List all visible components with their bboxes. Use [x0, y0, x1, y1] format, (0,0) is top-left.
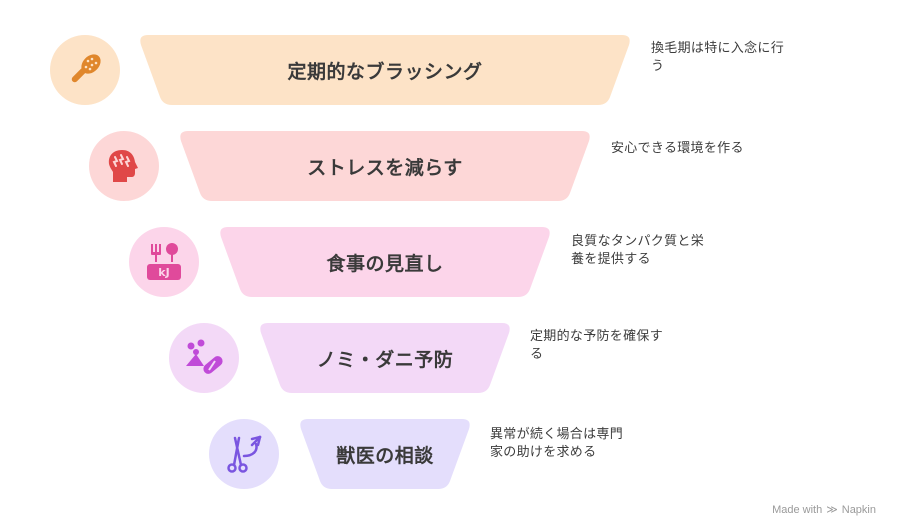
step-desc-1: 換毛期は特に入念に行 う [651, 40, 784, 76]
step-icon-circle-2 [89, 131, 159, 201]
step-desc-4-line-2: る [530, 347, 544, 362]
napkin-icon: ≫ [826, 504, 838, 516]
step-icon-circle-3: kJ [129, 227, 199, 297]
pill-icon [186, 339, 223, 374]
band-label-1: 定期的なブラッシング [287, 60, 483, 83]
svg-text:kJ: kJ [158, 266, 169, 279]
band-shape-2 [180, 131, 590, 201]
step-desc-3-line-1: 良質なタンパク質と栄 [571, 234, 705, 249]
step-icon-circle-5 [209, 419, 279, 489]
funnel-band-5: 獣医の相談 [300, 419, 470, 489]
band-shape-5 [300, 419, 470, 489]
napkin-brand: Made with ≫ Napkin [772, 503, 876, 517]
step-icon-circle-1 [50, 35, 120, 105]
band-shape-4 [260, 323, 510, 393]
band-label-4: ノミ・ダニ予防 [316, 348, 454, 371]
band-label-3: 食事の見直し [326, 252, 444, 275]
funnel-band-2: ストレスを減らす [180, 131, 590, 201]
band-label-5: 獣医の相談 [336, 444, 434, 467]
step-desc-5-line-1: 異常が続く場合は専門 [490, 427, 624, 442]
step-desc-2: 安心できる環境を作る [611, 140, 744, 158]
funnel-band-1: 定期的なブラッシング [140, 35, 630, 105]
step-desc-5-line-2: 家の助けを求める [490, 445, 597, 460]
step-desc-4: 定期的な予防を確保す る [530, 328, 663, 364]
step-desc-3: 良質なタンパク質と栄 養を提供する [571, 233, 704, 269]
brand-prefix: Made with [772, 503, 823, 516]
food-kj-icon: kJ [147, 243, 181, 280]
brand-name: Napkin [841, 503, 876, 516]
step-desc-1-line-2: う [651, 59, 665, 74]
vet-scissors-icon [227, 435, 262, 473]
band-label-2: ストレスを減らす [307, 156, 463, 179]
step-desc-2-line-1: 安心できる環境を作る [611, 141, 744, 156]
band-shape-3 [220, 227, 550, 297]
step-icon-circle-4 [169, 323, 239, 393]
band-shape-1 [140, 35, 630, 105]
step-desc-1-line-1: 換毛期は特に入念に行 [651, 41, 785, 56]
brush-icon [71, 54, 101, 83]
step-desc-5: 異常が続く場合は専門 家の助けを求める [490, 426, 623, 462]
step-desc-4-line-1: 定期的な予防を確保す [530, 329, 664, 344]
head-stress-icon [108, 150, 138, 182]
funnel-band-4: ノミ・ダニ予防 [260, 323, 510, 393]
step-desc-3-line-2: 養を提供する [571, 252, 651, 267]
funnel-band-3: 食事の見直し [220, 227, 550, 297]
